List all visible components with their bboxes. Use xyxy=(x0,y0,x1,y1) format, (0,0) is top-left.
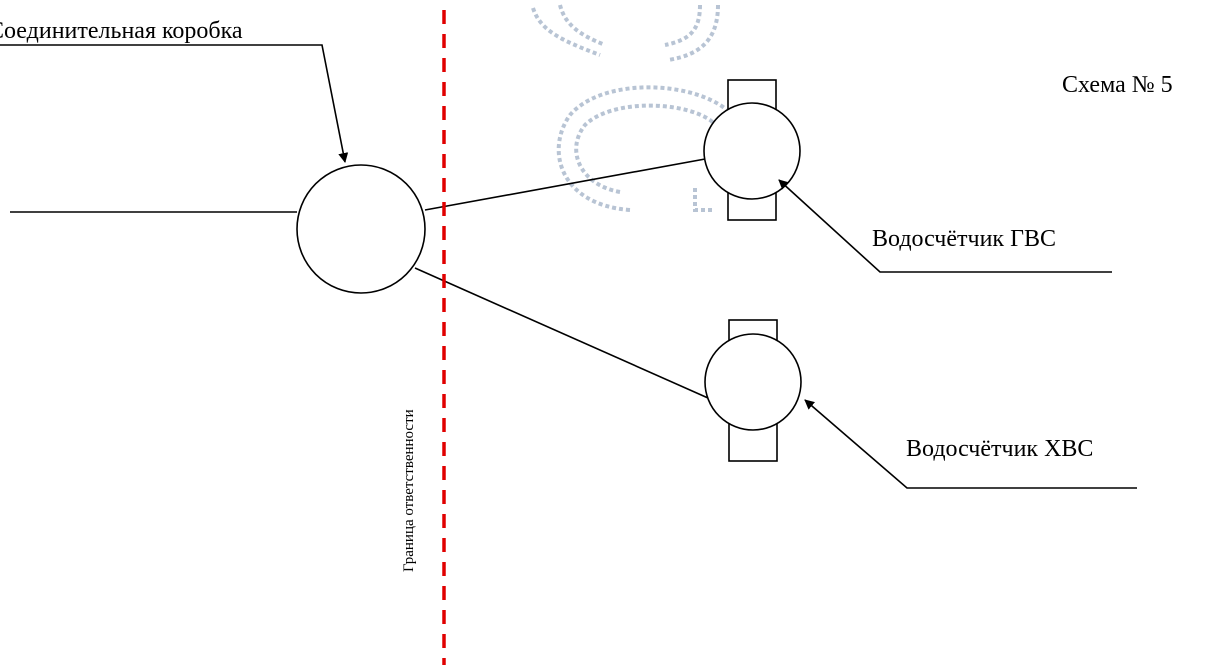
hot-water-meter-leader xyxy=(778,179,1112,273)
hot-water-meter-label: Водосчётчик ГВС xyxy=(872,226,1056,252)
junction-box-circle xyxy=(296,164,426,294)
junction-box-leader xyxy=(0,44,349,163)
cold-water-meter xyxy=(704,319,802,462)
watermark-logo xyxy=(531,4,751,212)
junction-box-label: Соединительная коробка xyxy=(0,18,243,44)
responsibility-border-label: Граница ответственности xyxy=(401,409,417,572)
cold-water-meter-label: Водосчётчик ХВС xyxy=(906,436,1093,462)
cold-water-meter-leader xyxy=(804,399,1137,489)
hot-water-meter xyxy=(703,79,801,221)
cold-water-pipe-line xyxy=(414,267,709,399)
scheme-number-label: Схема № 5 xyxy=(1062,72,1173,98)
hot-water-pipe-line xyxy=(424,154,728,211)
